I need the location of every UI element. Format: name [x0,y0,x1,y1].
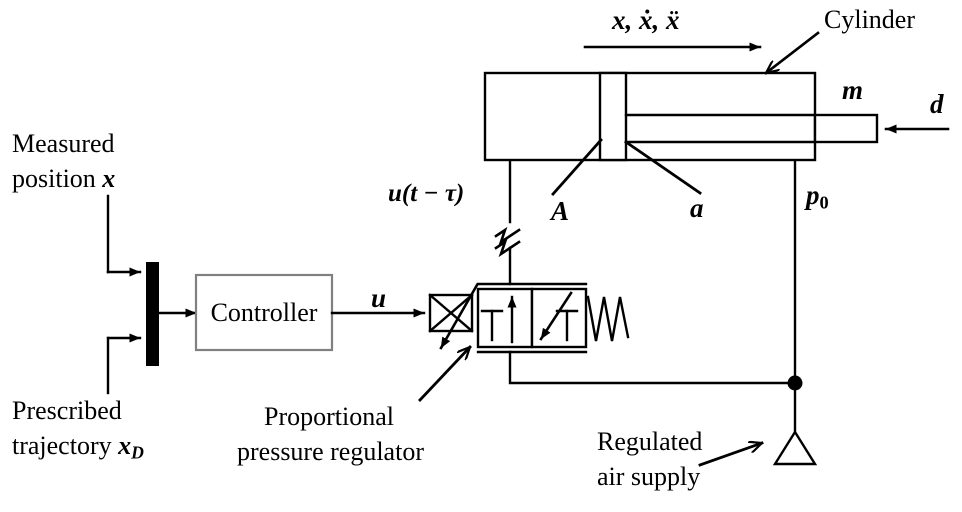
rod-area-label: a [690,193,704,223]
motion-states-label: x, ẋ, ẍ [612,5,680,35]
line-junction-dot [787,375,803,391]
cylinder-barrel [483,71,817,162]
summing-junction-bar [146,262,159,366]
piston-rod [813,113,879,144]
regulator-leader-line [418,345,472,402]
proportional-pressure-regulator-valve [428,282,630,354]
piston-area-label: A [551,196,570,226]
pneumatic-cylinder [483,71,879,162]
measured-position-label-line2: position x [12,164,116,193]
measured-position-label-line1: Measured [12,129,115,158]
pneumatic-line-break-symbol [494,226,521,258]
prescribed-trajectory-signal-path [106,333,142,395]
delayed-control-signal-label: u(t − τ) [388,180,465,207]
proportional-control-arrow [439,283,479,350]
control-signal-label: u [371,283,387,313]
cylinder-label: Cylinder [824,5,915,34]
return-spring [586,295,630,342]
measured-position-signal-path [106,194,142,277]
piston-area-leader-line [551,138,603,196]
valve-supply-line [508,350,797,385]
prescribed-trajectory-symbol: xD [118,431,144,463]
actuator-cross-stroke-b [428,293,474,333]
air-supply-label-line1: Regulated [597,427,703,456]
air-supply-leader-line [698,443,762,467]
valve-position-box-left [476,287,534,349]
mass-label: m [842,75,864,105]
cylinder-leader-line [766,31,820,75]
disturbance-label: d [930,89,944,119]
pressure-source-triangle [772,429,818,466]
piston [598,71,628,162]
supply-pressure-label: p0 [806,180,829,213]
valve-right-flow-arrow [539,291,573,341]
regulator-label-line2: pressure regulator [237,437,424,466]
controller-label: Controller [210,297,318,327]
rod-area-leader-line [624,140,702,195]
regulator-label-line1: Proportional [264,402,394,431]
air-supply-label-line2: air supply [597,462,701,491]
prescribed-trajectory-label-line1: Prescribed [12,396,122,425]
prescribed-trajectory-label-line2: trajectory xD [12,431,144,463]
measured-position-symbol: x [102,164,116,193]
